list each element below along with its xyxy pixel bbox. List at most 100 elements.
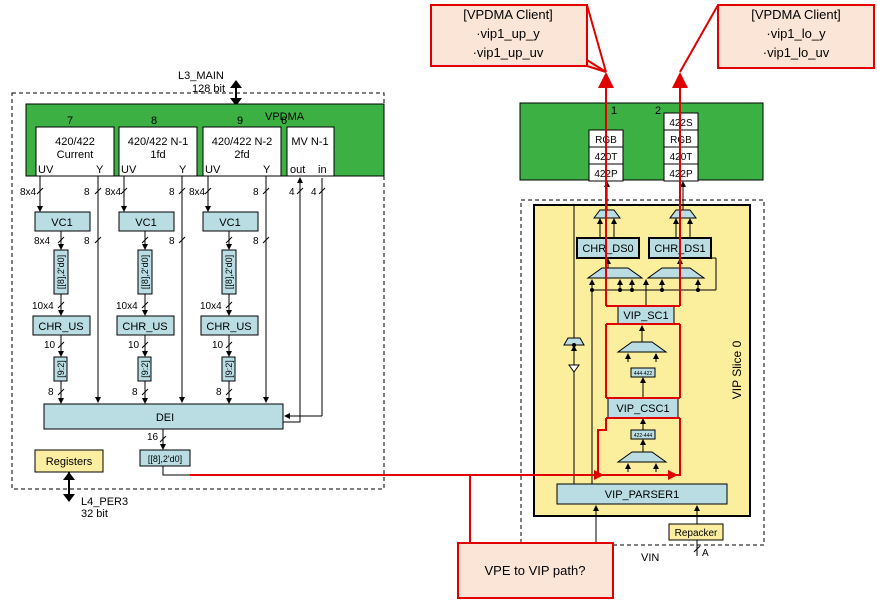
svg-text:10x4: 10x4: [32, 301, 54, 312]
svg-text:422S: 422S: [669, 118, 693, 129]
svg-text:10: 10: [212, 340, 224, 351]
conv-444-422-text: 444-422: [634, 371, 653, 377]
l3-main-label: L3_MAIN: [178, 70, 224, 82]
repacker-block: [668, 523, 724, 541]
pad-tag-1-text: [[8],2'd0]: [56, 255, 66, 289]
callout-left-line2: ·vip1_up_uv: [473, 45, 544, 60]
svg-text:4: 4: [311, 187, 317, 198]
svg-text:10: 10: [44, 340, 56, 351]
svg-text:8x4: 8x4: [20, 187, 37, 198]
vip-parser-block: [556, 483, 728, 505]
bit-labels: 8x4 8 8x4 8 8x4 8 4 4 8x4 8 8 8 10x4 10x…: [20, 187, 317, 443]
channel-8-num: 8: [151, 115, 157, 127]
dei-output-tag-text: [[8],2'd0]: [148, 454, 182, 464]
vin-a-label: A: [702, 548, 709, 559]
vip-slice-boundary: [520, 199, 765, 546]
channel-7-line2: Current: [57, 149, 94, 161]
vin-a-tick: [693, 545, 701, 553]
callout-right-box: [717, 4, 875, 69]
channel-7-box: [35, 126, 115, 177]
vc1-label-2: VC1: [135, 217, 156, 229]
vip-muxes: [563, 209, 706, 463]
svg-text:8: 8: [253, 236, 259, 247]
svg-text:8: 8: [169, 187, 175, 198]
callout-right-pointer: [679, 4, 719, 73]
chr-ds0-label: CHR_DS0: [582, 243, 633, 255]
red-arrow-in-2: [668, 470, 678, 480]
callout-left-pointer: [586, 4, 607, 73]
dei-output-tag: [139, 449, 191, 467]
l4-per3-width: 32 bit: [81, 508, 108, 520]
vip-port-2-num: 2: [655, 105, 661, 117]
svg-text:8x4: 8x4: [189, 187, 206, 198]
mv-title: MV N-1: [291, 136, 328, 148]
svg-text:10x4: 10x4: [116, 301, 138, 312]
mv-in: in: [318, 164, 327, 176]
red-arrow-in-1: [594, 470, 604, 480]
vpdma-label: VPDMA: [265, 111, 305, 123]
repacker-label: Repacker: [675, 528, 718, 539]
vpe-boundary: [11, 92, 385, 490]
svg-text:8x4: 8x4: [105, 187, 122, 198]
junction-dots: [572, 288, 700, 347]
svg-text:10x4: 10x4: [200, 301, 222, 312]
pad-tag-3-text: [[8],2'd0]: [224, 255, 234, 289]
callout-right-line1: ·vip1_lo_y: [766, 26, 826, 41]
channel-7-uv: UV: [38, 164, 54, 176]
channel-9-y: Y: [263, 164, 271, 176]
callout-left-line1: ·vip1_up_y: [476, 26, 540, 41]
red-path-lines: [190, 72, 688, 476]
callout-right-title: [VPDMA Client]: [751, 7, 841, 22]
vip-port-1-num: 1: [611, 105, 617, 117]
mv-num: 6: [281, 115, 287, 127]
vc1-label-3: VC1: [219, 217, 240, 229]
ground-symbol: [568, 364, 580, 373]
bit-ticks: [36, 187, 326, 443]
svg-text:8: 8: [169, 236, 175, 247]
channel-9-line2: 2fd: [234, 149, 249, 161]
callout-left-title: [VPDMA Client]: [463, 7, 553, 22]
svg-text:4: 4: [289, 187, 295, 198]
dei-label: DEI: [156, 412, 174, 424]
callout-question-text: VPE to VIP path?: [485, 563, 586, 578]
conv-422-444-text: 422-444: [634, 433, 653, 439]
l4-per3-label: L4_PER3: [81, 496, 128, 508]
svg-text:8: 8: [84, 187, 90, 198]
channel-7-line1: 420/422: [55, 136, 95, 148]
l3-main-arrowheads: [230, 80, 242, 106]
channel-9-num: 9: [237, 115, 243, 127]
pad-tag-2-text: [[8],2'd0]: [140, 255, 150, 289]
svg-text:8x4: 8x4: [34, 236, 51, 247]
chr-us-label-3: CHR_US: [206, 321, 251, 333]
vip-csc-label: VIP_CSC1: [616, 403, 669, 415]
vc1-block-1: [34, 211, 91, 232]
channel-9-box: [202, 126, 282, 177]
svg-text:RGB: RGB: [670, 135, 692, 146]
vip-slice-label: VIP Slice 0: [730, 340, 744, 399]
chr-us-label-2: CHR_US: [122, 321, 167, 333]
callout-right-line2: ·vip1_lo_uv: [763, 45, 830, 60]
vip-sc-label: VIP_SC1: [623, 310, 668, 322]
vc1-label-1: VC1: [51, 217, 72, 229]
channel-8-y: Y: [179, 164, 187, 176]
svg-text:16: 16: [147, 432, 159, 443]
dei-block: [43, 403, 284, 430]
svg-text:8: 8: [48, 387, 54, 398]
vip-slice-block: [533, 204, 751, 517]
vpe-wires: [37, 176, 470, 476]
callout-question-box: [457, 542, 614, 599]
svg-text:8: 8: [132, 387, 138, 398]
svg-text:8: 8: [84, 236, 90, 247]
vip-parser-label: VIP_PARSER1: [605, 489, 679, 501]
channel-8-uv: UV: [121, 164, 137, 176]
channel-7-y: Y: [96, 164, 104, 176]
vip-vpdma-block: [519, 102, 764, 181]
channel-7-num: 7: [67, 115, 73, 127]
svg-text:422P: 422P: [669, 169, 693, 180]
callout-left-box: [430, 4, 607, 73]
channel-8-box: [118, 126, 198, 177]
channel-9-uv: UV: [205, 164, 221, 176]
registers-label: Registers: [46, 456, 93, 468]
mv-box: [286, 126, 335, 177]
